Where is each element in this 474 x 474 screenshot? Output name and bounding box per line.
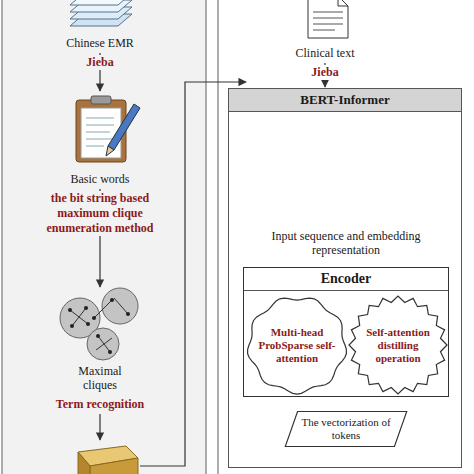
- book-icon: [78, 446, 138, 474]
- method-label: Term recognition: [54, 397, 146, 412]
- drawing-stroke: [313, 12, 343, 13]
- node-text: Self-attention distilling operation: [361, 326, 435, 365]
- left-panel: [2, 0, 206, 474]
- container-box: BERT-InformerInput sequence and embeddin…: [228, 88, 462, 468]
- star-path: [349, 296, 447, 394]
- icon-step: Chinese EMR: [25, 0, 175, 52]
- shape-node: Self-attention distilling operation: [348, 295, 448, 395]
- icon-step: Clinical text: [260, 0, 390, 62]
- drawing-stroke: [91, 96, 111, 104]
- clipboard-icon: [76, 96, 140, 162]
- node-text: Input sequence and embedding representat…: [271, 229, 421, 257]
- para-path: [285, 411, 407, 446]
- method-label: Jieba: [309, 65, 340, 80]
- flow-arrow: [99, 414, 100, 440]
- header-band: BERT-Informer: [229, 89, 461, 112]
- drawing-stroke: [92, 316, 96, 320]
- shape-node: The vectorization of tokens: [284, 411, 408, 447]
- drawing-stroke: [313, 24, 343, 25]
- drawing-stroke: [86, 322, 90, 326]
- drawing-stroke: [102, 288, 138, 324]
- drawing-stroke: [78, 452, 90, 474]
- icon-step: Basic words: [25, 92, 175, 188]
- graph-icon: [60, 288, 138, 360]
- drawing-stroke: [126, 312, 130, 316]
- node-text: Clinical text: [296, 46, 355, 60]
- drawing-stroke: [313, 12, 343, 30]
- drawing-stroke: [86, 146, 104, 147]
- method-label: Jieba: [84, 55, 115, 70]
- node-text: Chinese EMR: [66, 36, 134, 50]
- node-text: Basic words: [71, 172, 130, 186]
- drawing-stroke: [86, 139, 112, 140]
- drawing-stroke: [308, 0, 348, 38]
- drawing-stroke: [70, 0, 132, 5]
- drawing-stroke: [114, 298, 128, 314]
- drawing-stroke: [313, 18, 343, 19]
- blob-path: [248, 298, 347, 394]
- header-row: Encoder: [244, 268, 448, 291]
- drawing-stroke: [70, 324, 74, 328]
- drawing-stroke: [338, 0, 348, 6]
- node-text: BERT-Informer: [300, 92, 389, 108]
- method-label: the bit string based maximum clique enum…: [23, 191, 177, 236]
- drawing-stroke: [86, 132, 110, 133]
- paper-stack-icon: [70, 0, 132, 26]
- icon-step: Maximal cliques: [25, 288, 175, 394]
- shape-node: Multi-head ProbSparse self-attention: [247, 295, 347, 395]
- document-icon: [308, 0, 348, 38]
- right-panel: [218, 0, 474, 474]
- drawing-stroke: [68, 308, 72, 312]
- node-text: Multi-head ProbSparse self-attention: [258, 326, 336, 365]
- drawing-stroke: [96, 338, 112, 350]
- drawing-stroke: [110, 298, 114, 302]
- drawing-stroke: [87, 328, 119, 360]
- drawing-stroke: [108, 104, 140, 150]
- drawing-stroke: [108, 350, 112, 354]
- drawing-stroke: [106, 146, 114, 156]
- drawing-stroke: [86, 118, 114, 119]
- drawing-stroke: [81, 108, 121, 158]
- drawing-stroke: [72, 308, 86, 326]
- drawing-stroke: [90, 458, 138, 474]
- drawing-stroke: [94, 300, 112, 318]
- encoder-box: EncoderMulti-head ProbSparse self-attent…: [243, 267, 449, 397]
- node-text: Maximal cliques: [69, 364, 131, 392]
- node-text: Encoder: [321, 271, 372, 287]
- drawing-stroke: [96, 334, 100, 338]
- drawing-stroke: [68, 298, 130, 354]
- drawing-stroke: [86, 125, 114, 126]
- icon-step: Input sequence and embedding representat…: [249, 137, 443, 259]
- drawing-stroke: [313, 30, 335, 31]
- drawing-stroke: [70, 298, 128, 352]
- node-text: The vectorization of tokens: [300, 416, 392, 442]
- drawing-stroke: [84, 306, 88, 310]
